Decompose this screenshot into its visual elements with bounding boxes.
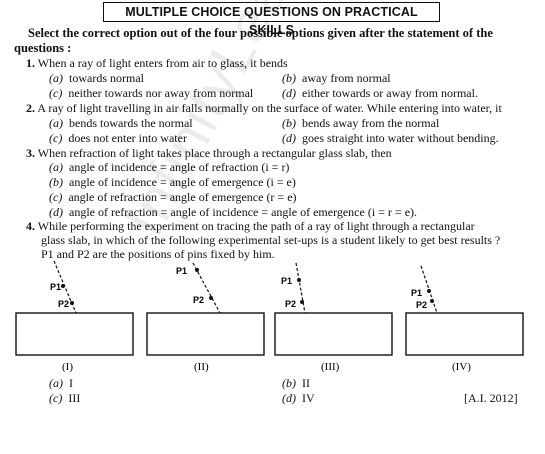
source-reference: [A.I. 2012]: [464, 391, 518, 405]
q3-option-b: (b) angle of incidence = angle of emerge…: [49, 175, 296, 189]
setup-2: P1 P2 (II): [146, 262, 265, 373]
pin-p1-label: P1: [50, 282, 61, 292]
q1-option-b: (b) away from normal: [282, 71, 391, 85]
section-heading: MULTIPLE CHOICE QUESTIONS ON PRACTICAL S…: [103, 2, 440, 37]
question-text: A ray of light travelling in air falls n…: [37, 101, 502, 115]
figure-label-4: (IV): [452, 361, 471, 373]
question-text-line-3: P1 and P2 are the positions of pins fixe…: [41, 247, 275, 261]
question-text-line-2: glass slab, in which of the following ex…: [41, 233, 501, 247]
setup-3: P1 P2 (III): [274, 262, 393, 373]
question-text-line-1: While performing the experiment on traci…: [37, 219, 475, 233]
pin-p2-label: P2: [416, 300, 427, 310]
q1-option-c: (c) neither towards nor away from normal: [49, 86, 254, 100]
pin-p1-label: P1: [411, 288, 422, 298]
experiment-setups-figure: P1 P2 (I) P1 P2 (II) P1 P2 (III) P1 P2 (…: [15, 260, 524, 373]
q2-option-c: (c) does not enter into water: [49, 131, 187, 145]
q2-option-d: (d) goes straight into water without ben…: [282, 131, 499, 145]
q1-option-d: (d) either towards or away from normal.: [282, 86, 478, 100]
q3-option-a: (a) angle of incidence = angle of refrac…: [49, 160, 290, 174]
pin-p2-label: P2: [58, 299, 69, 309]
pin-p2-label: P2: [285, 299, 296, 309]
q2-option-a: (a) bends towards the normal: [49, 116, 193, 130]
instruction-line-2: questions :: [14, 41, 72, 55]
question-number: 1.: [26, 56, 35, 70]
question-2: 2. A ray of light travelling in air fall…: [26, 101, 502, 115]
q4-option-a: (a) I: [49, 376, 73, 390]
setup-4: P1 P2 (IV): [405, 265, 524, 373]
question-text: When a ray of light enters from air to g…: [37, 56, 288, 70]
instruction-line-1: Select the correct option out of the fou…: [28, 26, 493, 40]
q3-option-d: (d) angle of refraction = angle of incid…: [49, 205, 418, 219]
setup-1: P1 P2 (I): [15, 260, 134, 373]
q1-option-a: (a) towards normal: [49, 71, 144, 85]
figure-label-2: (II): [194, 361, 209, 373]
pin-p1-label: P1: [281, 276, 292, 286]
q4-option-c: (c) III: [49, 391, 81, 405]
q3-option-c: (c) angle of refraction = angle of emerg…: [49, 190, 297, 204]
figure-label-3: (III): [321, 361, 340, 373]
question-4: 4. While performing the experiment on tr…: [26, 219, 475, 233]
question-number: 4.: [26, 219, 35, 233]
q2-option-b: (b) bends away from the normal: [282, 116, 440, 130]
pin-p1-label: P1: [176, 266, 187, 276]
instructions: Select the correct option out of the fou…: [14, 26, 534, 56]
figure-label-1: (I): [62, 361, 73, 373]
question-text: When refraction of light takes place thr…: [37, 146, 392, 160]
question-3: 3. When refraction of light takes place …: [26, 146, 392, 160]
question-number: 2.: [26, 101, 35, 115]
question-1: 1. When a ray of light enters from air t…: [26, 56, 288, 70]
q4-option-b: (b) II: [282, 376, 310, 390]
pin-p2-label: P2: [193, 295, 204, 305]
q4-option-d: (d) IV: [282, 391, 315, 405]
question-number: 3.: [26, 146, 35, 160]
